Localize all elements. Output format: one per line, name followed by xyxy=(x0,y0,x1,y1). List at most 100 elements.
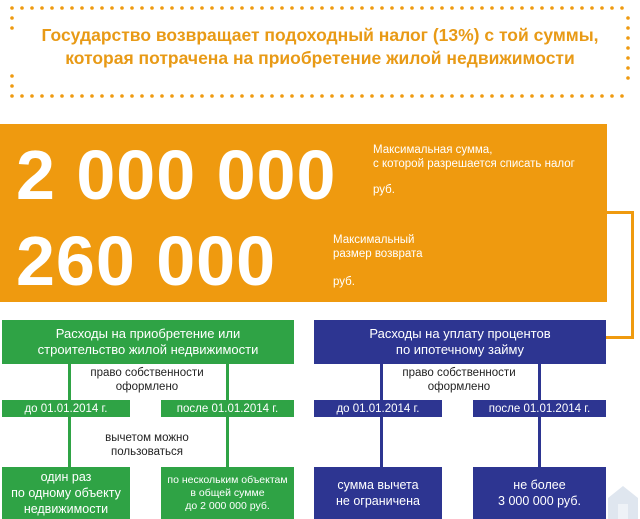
frame-dot xyxy=(580,6,584,10)
frame-dot xyxy=(50,94,54,98)
frame-dot xyxy=(200,6,204,10)
frame-dot xyxy=(560,6,564,10)
limits-panel xyxy=(0,124,607,302)
frame-dot xyxy=(150,6,154,10)
frame-dot xyxy=(570,6,574,10)
frame-dot xyxy=(50,6,54,10)
left-before-date-box: до 01.01.2014 г. xyxy=(2,400,130,417)
frame-dot xyxy=(520,94,524,98)
frame-dot xyxy=(10,16,14,20)
left-ownership-line-2: оформлено xyxy=(115,381,179,393)
frame-dot xyxy=(470,6,474,10)
right-header-box: Расходы на уплату процентов по ипотечном… xyxy=(314,320,606,364)
frame-dot xyxy=(440,6,444,10)
frame-dot xyxy=(140,6,144,10)
right-connector-a xyxy=(380,364,383,400)
frame-dot xyxy=(510,94,514,98)
left-usage-label: вычетом можно пользоваться xyxy=(95,431,199,459)
frame-dot xyxy=(360,94,364,98)
frame-dot xyxy=(410,94,414,98)
frame-dot xyxy=(170,94,174,98)
frame-dot xyxy=(626,36,630,40)
frame-dot xyxy=(270,6,274,10)
frame-dot xyxy=(400,6,404,10)
max-refund-note-line-1: Максимальный xyxy=(333,234,415,246)
max-refund-unit: руб. xyxy=(333,276,355,288)
frame-dot xyxy=(20,6,24,10)
frame-dot xyxy=(550,94,554,98)
frame-dot xyxy=(110,94,114,98)
frame-dot xyxy=(180,94,184,98)
page-title-line-1: Государство возвращает подоходный налог … xyxy=(41,25,599,45)
watermark-house-icon xyxy=(608,486,638,519)
right-result-before-box: сумма вычета не ограничена xyxy=(314,467,442,519)
frame-dot xyxy=(320,6,324,10)
right-after-date-box: после 01.01.2014 г. xyxy=(473,400,606,417)
frame-dot xyxy=(370,94,374,98)
max-deduction-value: 2 000 000 xyxy=(16,136,337,214)
right-connector-b xyxy=(538,364,541,400)
frame-dot xyxy=(626,76,630,80)
frame-dot xyxy=(230,6,234,10)
left-result-after-line-2: в общей сумме xyxy=(190,486,265,499)
header-dotted-frame xyxy=(10,6,630,98)
right-result-after-line-1: не более xyxy=(513,478,566,492)
frame-dot xyxy=(280,94,284,98)
right-result-after-line-2: 3 000 000 руб. xyxy=(498,494,581,508)
connector-orange-bottom xyxy=(606,336,634,339)
frame-dot xyxy=(100,6,104,10)
right-before-date-box: до 01.01.2014 г. xyxy=(314,400,442,417)
left-result-after-box: по нескольким объектам в общей сумме до … xyxy=(161,467,294,519)
frame-dot xyxy=(350,94,354,98)
frame-dot xyxy=(90,94,94,98)
frame-dot xyxy=(370,6,374,10)
left-result-before-line-3: недвижимости xyxy=(23,502,109,516)
frame-dot xyxy=(130,94,134,98)
frame-dot xyxy=(300,6,304,10)
right-result-before-line-2: не ограничена xyxy=(336,494,420,508)
frame-dot xyxy=(160,94,164,98)
frame-dot xyxy=(490,6,494,10)
frame-dot xyxy=(550,6,554,10)
frame-dot xyxy=(180,6,184,10)
frame-dot xyxy=(210,6,214,10)
left-ownership-label: право собственности оформлено xyxy=(82,366,212,394)
max-refund-note: Максимальный размер возврата xyxy=(333,233,423,261)
frame-dot xyxy=(310,94,314,98)
right-header-line-2: по ипотечному займу xyxy=(395,342,525,357)
right-ownership-label: право собственности оформлено xyxy=(394,366,524,394)
right-result-before-line-1: сумма вычета xyxy=(337,478,419,492)
frame-dot xyxy=(620,6,624,10)
frame-dot xyxy=(450,6,454,10)
frame-dot xyxy=(240,6,244,10)
frame-dot xyxy=(460,6,464,10)
frame-dot xyxy=(70,6,74,10)
left-after-date-box: после 01.01.2014 г. xyxy=(161,400,294,417)
frame-dot xyxy=(150,94,154,98)
left-header-line-2: строительство жилой недвижимости xyxy=(37,342,259,357)
frame-dot xyxy=(240,94,244,98)
frame-dot xyxy=(626,26,630,30)
frame-dot xyxy=(10,6,14,10)
frame-dot xyxy=(10,74,14,78)
left-ownership-line-1: право собственности xyxy=(90,367,204,379)
frame-dot xyxy=(60,6,64,10)
frame-dot xyxy=(250,94,254,98)
frame-dot xyxy=(120,94,124,98)
right-result-after-box: не более 3 000 000 руб. xyxy=(473,467,606,519)
frame-dot xyxy=(40,94,44,98)
left-connector-d xyxy=(226,417,229,467)
left-header-line-1: Расходы на приобретение или xyxy=(55,326,241,341)
left-connector-a xyxy=(68,364,71,400)
frame-dot xyxy=(510,6,514,10)
page-title-line-2: которая потрачена на приобретение жилой … xyxy=(65,48,575,68)
frame-dot xyxy=(520,6,524,10)
left-result-after-line-3: до 2 000 000 руб. xyxy=(185,499,270,512)
max-deduction-unit: руб. xyxy=(373,184,395,196)
frame-dot xyxy=(40,6,44,10)
frame-dot xyxy=(530,6,534,10)
frame-dot xyxy=(480,94,484,98)
frame-dot xyxy=(190,94,194,98)
frame-dot xyxy=(600,94,604,98)
frame-dot xyxy=(570,94,574,98)
